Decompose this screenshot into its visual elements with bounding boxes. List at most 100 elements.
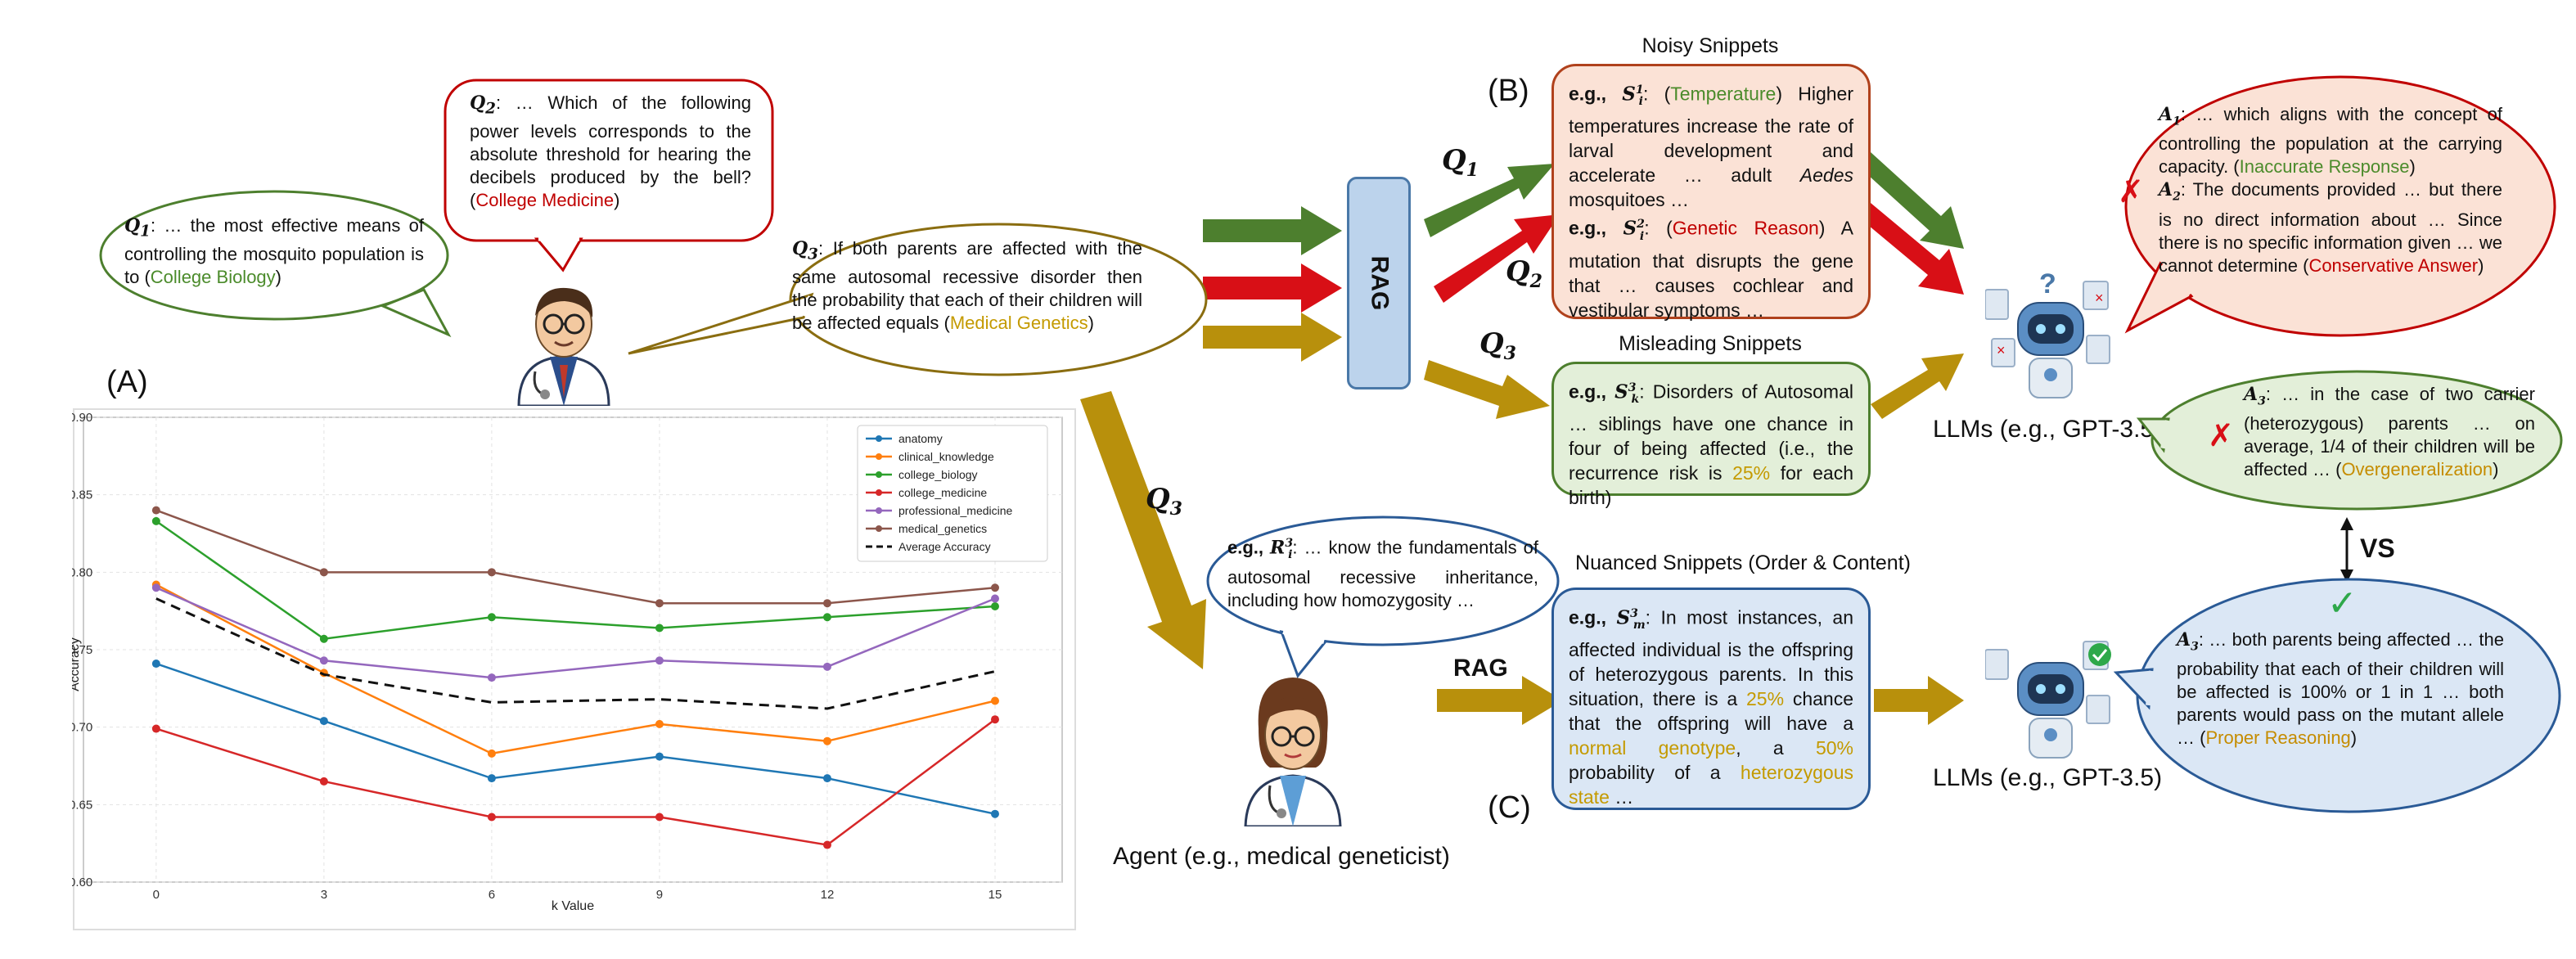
legend-marker: [876, 471, 882, 478]
arrow-misleading-llm: [1871, 353, 1964, 419]
legend-label: Average Accuracy: [898, 540, 991, 553]
series-point: [822, 662, 831, 671]
arrow-q1-noisy: [1424, 164, 1555, 237]
a1a2-wrong-mark: ✗: [2118, 175, 2144, 209]
series-point: [990, 809, 999, 818]
noisy-text: e.g., S1i: (Temperature) Higher temperat…: [1569, 83, 1853, 321]
arrow-q1-in: [1203, 206, 1342, 255]
legend-label: clinical_knowledge: [898, 450, 994, 463]
panel-label-a: (A): [106, 365, 148, 399]
series-point: [487, 749, 496, 758]
arrow-q3-in: [1203, 313, 1342, 362]
misleading-box: e.g., S3k: Disorders of Autosomal … sibl…: [1551, 362, 1871, 508]
chart-xtick-label: 6: [489, 888, 495, 902]
flow-q3-label: Q3: [1479, 327, 1516, 364]
series-point: [822, 774, 831, 783]
q1-bubble-shape: [99, 190, 452, 338]
series-line-professional-medicine: [155, 587, 996, 679]
series-line-anatomy: [155, 662, 996, 815]
series-point: [655, 599, 664, 608]
noisy-title: Noisy Snippets: [1642, 34, 1779, 57]
series-point: [990, 594, 999, 603]
chart-ytick-label: 0.85: [72, 489, 92, 502]
series-point: [151, 660, 160, 669]
agent-label: Agent (e.g., medical geneticist): [1113, 843, 1450, 870]
nuanced-text: e.g., S3m: In most instances, an affecte…: [1569, 606, 1853, 808]
series-point: [151, 506, 160, 515]
panel-label-b: (B): [1488, 74, 1529, 108]
answer-a3b: A3: … both parents being affected … the …: [2177, 629, 2504, 749]
robot-bottom-icon: [1985, 641, 2111, 759]
answer-a3b-bubble-shape: [2113, 578, 2561, 813]
series-point: [990, 583, 999, 592]
chart-xtick-label: 15: [989, 888, 1002, 902]
series-line-average-accuracy: [155, 597, 996, 710]
chart-ytick-label: 0.80: [72, 565, 92, 579]
vs-label: VS: [2360, 534, 2395, 563]
legend-marker: [876, 453, 882, 460]
series-line-clinical-knowledge: [155, 583, 996, 755]
chart-xtick-label: 3: [321, 888, 327, 902]
svg-text:×: ×: [2095, 290, 2104, 306]
chart-series: [151, 506, 999, 849]
legend-label: anatomy: [898, 432, 943, 445]
legend-marker: [876, 507, 882, 514]
misleading-text: e.g., S3k: Disorders of Autosomal … sibl…: [1569, 380, 1854, 509]
q3-bubble: Q3: If both parents are affected with th…: [792, 238, 1142, 334]
chart-ylabel: Accuracy: [72, 637, 82, 691]
arrow-agent-nuanced: [1437, 676, 1563, 725]
arrow-noisy-llm-red: [1859, 203, 1964, 295]
chart-xlabel: k Value: [552, 899, 594, 913]
arrow-noisy-llm-green: [1859, 152, 1964, 249]
answer-a3-bubble-shape: [2136, 370, 2563, 511]
series-point: [655, 624, 664, 633]
series-point: [655, 656, 664, 665]
llm-bottom-label: LLMs (e.g., GPT-3.5): [1933, 764, 2163, 791]
series-point: [822, 599, 831, 608]
chart-ytick-label: 0.70: [72, 721, 92, 735]
chart-legend: anatomyclinical_knowledgecollege_biology…: [857, 425, 1048, 562]
series-point: [319, 717, 328, 726]
agent-bubble-shape: [1206, 516, 1560, 678]
q1-bubble: Q1: … the most effective means of contro…: [124, 215, 424, 288]
legend-label: college_medicine: [898, 486, 987, 499]
series-point: [151, 724, 160, 733]
series-point: [822, 736, 831, 745]
series-point: [990, 696, 999, 705]
series-point: [319, 656, 328, 665]
a3b-right-mark: ✓: [2327, 583, 2358, 624]
legend-marker: [876, 435, 882, 442]
vs-arrow-head-up: [2340, 517, 2353, 530]
series-point: [990, 715, 999, 724]
series-point: [151, 516, 160, 525]
chart-ytick-label: 0.90: [72, 411, 92, 425]
chart-ytick-label: 0.65: [72, 798, 92, 812]
series-line-medical-genetics: [155, 509, 996, 605]
robot-top-icon: ? × ×: [1985, 270, 2110, 398]
chart-xtick-label: 9: [656, 888, 663, 902]
nuanced-box: e.g., S3m: In most instances, an affecte…: [1551, 588, 1871, 810]
answer-a3: A3: … in the case of two carrier (hetero…: [2244, 384, 2535, 480]
llm-top-label: LLMs (e.g., GPT-3.5): [1933, 416, 2163, 443]
answer-a1a2: A1: … which aligns with the concept of c…: [2159, 104, 2502, 276]
rag-label: RAG: [1365, 255, 1393, 311]
series-point: [487, 568, 496, 577]
vs-arrow-head-down: [2340, 570, 2353, 583]
flow-q3-agent-label: Q3: [1146, 483, 1182, 520]
series-point: [822, 613, 831, 622]
svg-text:?: ?: [2039, 270, 2056, 299]
q2-bubble: Q2: … Which of the following power level…: [470, 92, 751, 211]
arrow-q2-in: [1203, 263, 1342, 313]
series-point: [655, 752, 664, 761]
chart-legend-box: [857, 425, 1048, 562]
chart-ytick-label: 0.75: [72, 643, 92, 657]
nuanced-title: Nuanced Snippets (Order & Content): [1575, 552, 1911, 574]
agent-bubble: e.g., R3i: … know the fundamentals of au…: [1227, 537, 1538, 610]
series-point: [655, 719, 664, 728]
arrow-nuanced-llm: [1874, 676, 1964, 725]
series-point: [822, 840, 831, 849]
rag-box: RAG: [1347, 177, 1411, 389]
misleading-title: Misleading Snippets: [1619, 332, 1802, 355]
